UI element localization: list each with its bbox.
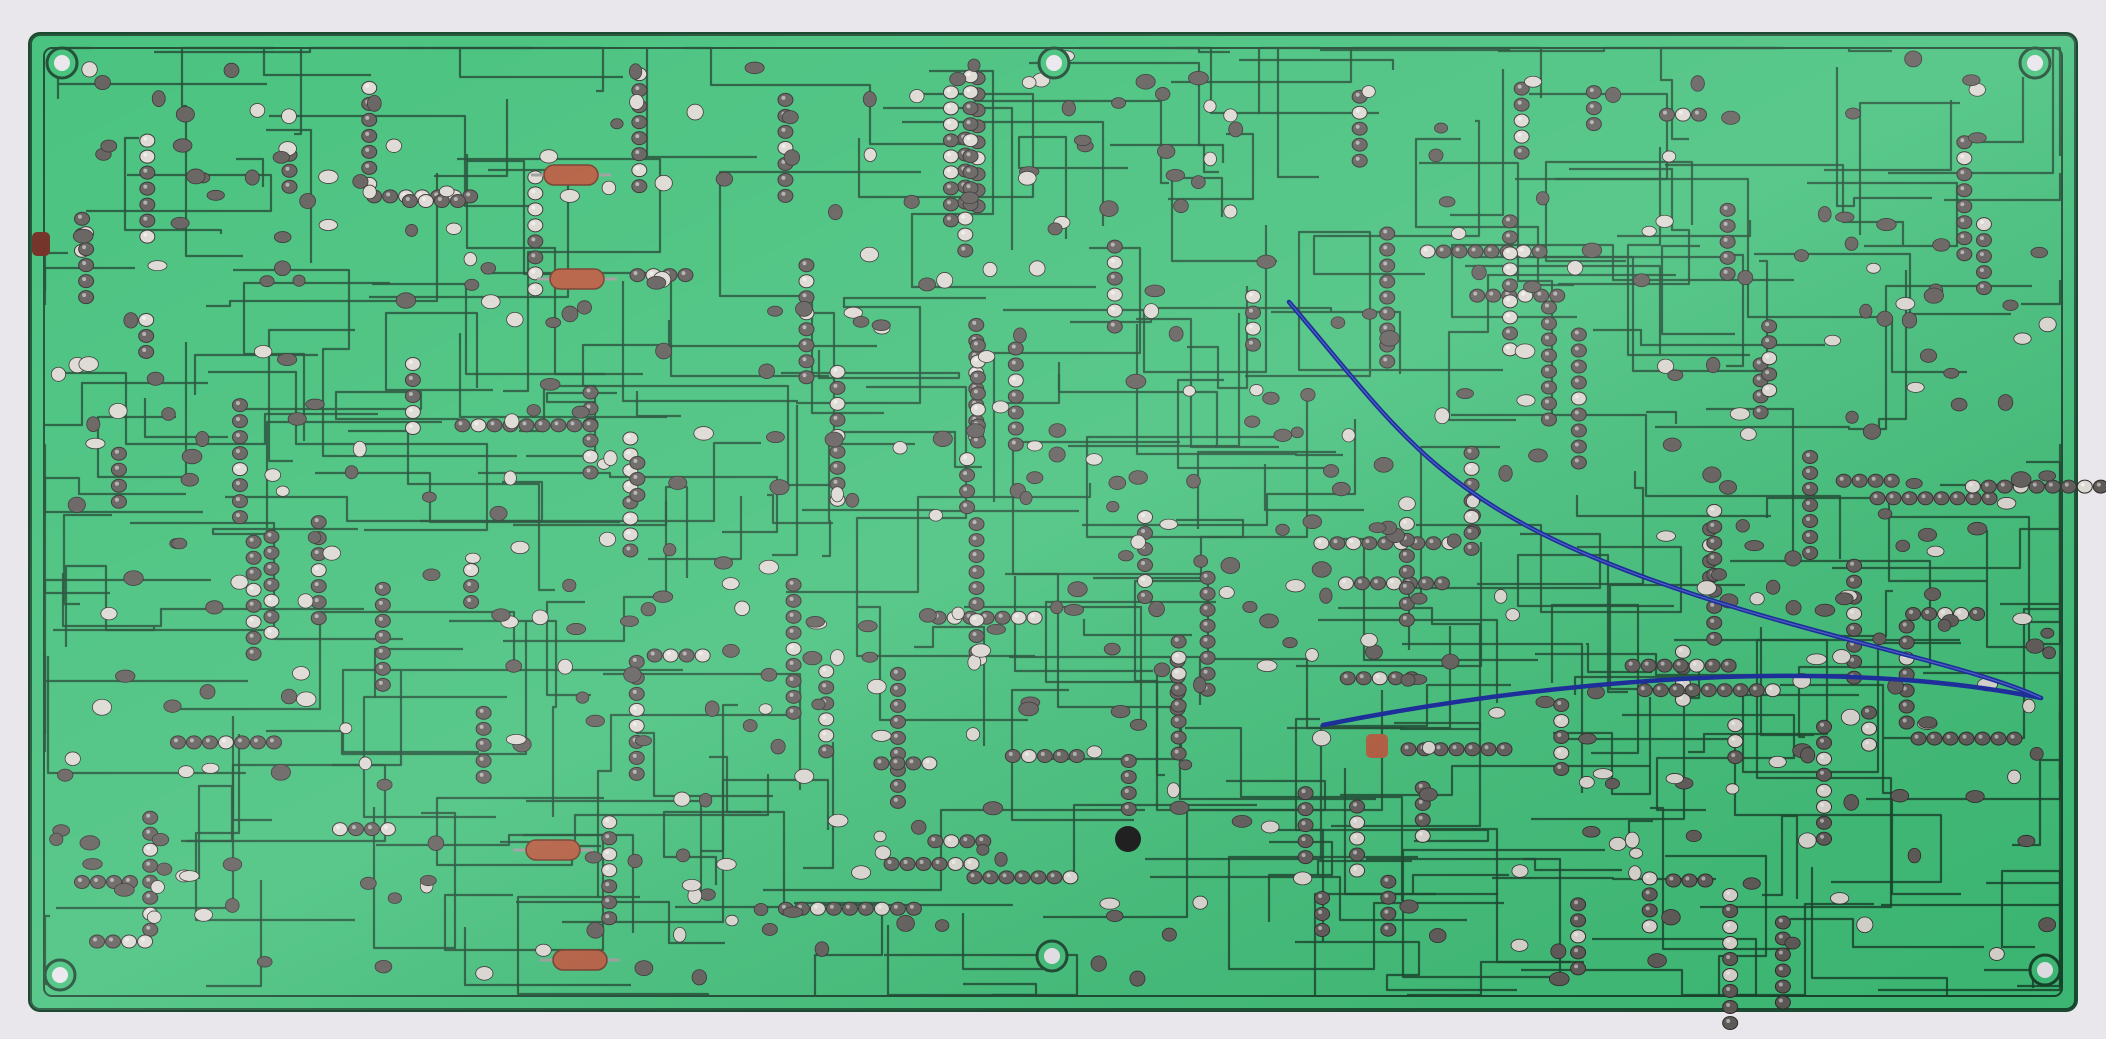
pad-highlight [2080,482,2085,487]
solder-pad [1722,1016,1739,1031]
solder-pad [2076,479,2093,494]
jumper-wires [1286,299,2044,728]
blue-jumper-wire [1320,673,2044,728]
pad-highlight [1726,1019,1731,1024]
wire-highlight [1288,301,2042,699]
board-sheen [30,34,2076,1010]
pad-highlight [2096,482,2101,487]
solder-pad [2092,479,2106,494]
